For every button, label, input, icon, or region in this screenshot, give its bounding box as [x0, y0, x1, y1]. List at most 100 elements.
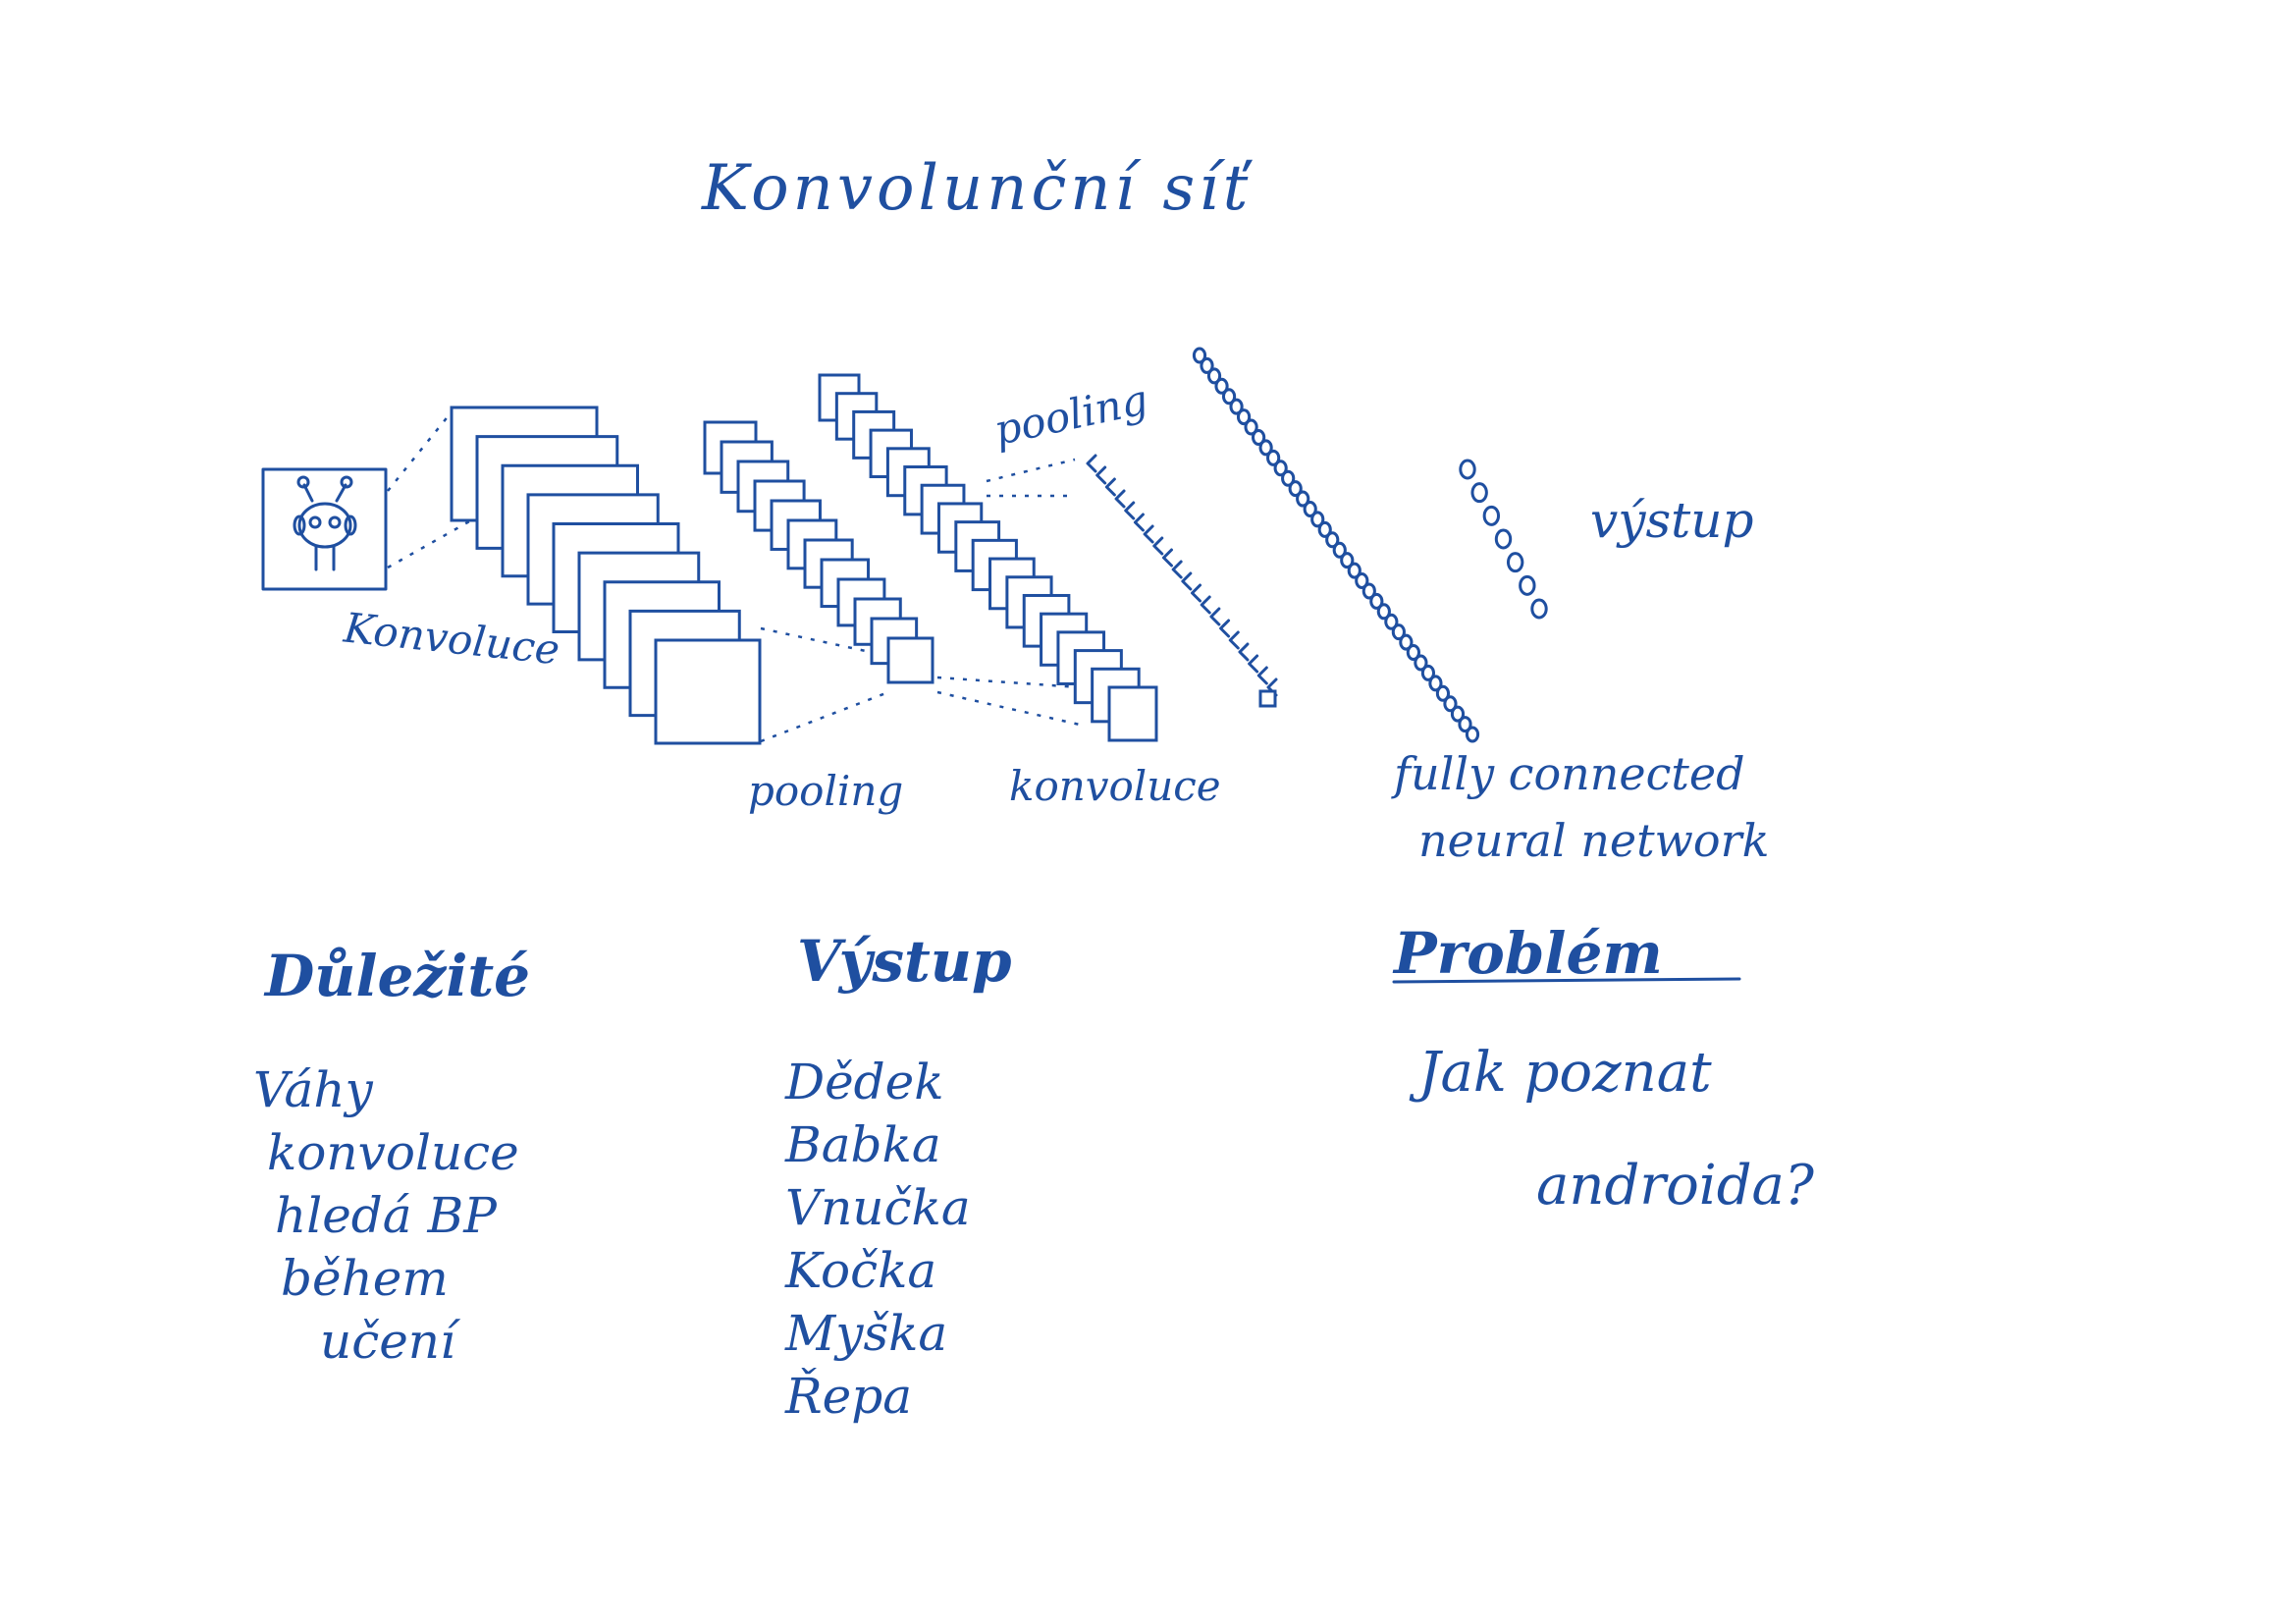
output-heading: Výstup — [797, 928, 1012, 995]
list-item: Váhy — [253, 1061, 373, 1118]
list-item: Babka — [785, 1116, 941, 1173]
neuron — [1530, 598, 1548, 620]
pooling-chevron — [1209, 607, 1221, 626]
problem-line2: androida? — [1536, 1154, 1814, 1218]
problem-line1: Jak poznat — [1418, 1041, 1712, 1105]
neuron — [1288, 480, 1303, 498]
list-item: Dědek — [785, 1054, 944, 1110]
pool2-chevron-layer — [1086, 454, 1278, 708]
pooling-chevron — [1114, 489, 1126, 509]
neuron — [1470, 482, 1488, 504]
neuron — [1482, 505, 1501, 526]
pooling-chevron — [1191, 583, 1202, 603]
robot-icon — [293, 475, 357, 571]
output-neurons — [1459, 459, 1548, 620]
pooling-chevron — [1161, 548, 1173, 568]
neuron — [1443, 695, 1458, 713]
list-item: během — [281, 1250, 449, 1307]
pooling-chevron — [1200, 595, 1211, 615]
list-item: hledá BP — [275, 1187, 497, 1244]
neuron — [1317, 520, 1332, 538]
feature-map — [1107, 685, 1158, 742]
neuron — [1376, 603, 1391, 621]
pool1-feature-maps — [703, 420, 934, 684]
label-pool1: pooling — [748, 767, 904, 815]
neuron — [1206, 367, 1222, 385]
neuron — [1459, 459, 1476, 480]
neuron — [1200, 356, 1214, 374]
important-heading: Důležité — [265, 943, 531, 1009]
neuron — [1414, 654, 1428, 672]
neuron — [1214, 377, 1229, 395]
neuron — [1465, 726, 1480, 743]
pooling-chevron — [1171, 560, 1183, 579]
pooling-chevron — [1143, 524, 1154, 544]
neuron — [1450, 705, 1466, 723]
neuron — [1428, 675, 1443, 692]
neuron — [1420, 664, 1436, 681]
conv2-feature-maps — [818, 373, 1158, 742]
pooling-chevron — [1095, 465, 1107, 485]
pooling-chevron — [1238, 642, 1250, 662]
list-item: učení — [320, 1313, 455, 1370]
neuron — [1236, 408, 1252, 426]
neuron — [1384, 613, 1399, 630]
neuron — [1519, 574, 1536, 596]
neuron — [1362, 582, 1376, 600]
neuron — [1252, 428, 1266, 446]
neuron — [1369, 592, 1384, 610]
pooling-chevron — [1124, 501, 1136, 520]
pooling-chevron — [1181, 571, 1193, 591]
neuron — [1399, 633, 1414, 651]
neuron — [1494, 528, 1513, 550]
pooling-chevron — [1133, 513, 1145, 532]
pooling-chevron — [1152, 536, 1164, 556]
label-conv2: konvoluce — [1009, 762, 1221, 810]
neuron — [1391, 623, 1406, 641]
neuron — [1355, 572, 1369, 590]
list-item: Vnučka — [785, 1179, 971, 1236]
pooling-chevron — [1228, 630, 1240, 650]
problem-heading: Problém — [1394, 920, 1663, 987]
pooling-chevron — [1248, 654, 1259, 674]
neuron — [1458, 716, 1472, 733]
input-image — [261, 467, 388, 591]
list-item: konvoluce — [267, 1124, 519, 1181]
output-list: Dědek Babka Vnučka Kočka Myška Řepa — [785, 1051, 971, 1428]
conv1-feature-maps — [450, 406, 762, 745]
neuron — [1296, 490, 1310, 508]
neuron — [1273, 460, 1288, 477]
label-fc-line1: fully connected — [1394, 747, 1745, 800]
neuron — [1310, 511, 1325, 528]
neuron — [1303, 500, 1317, 517]
pooling-chevron — [1219, 619, 1231, 638]
neuron — [1258, 439, 1273, 457]
pooling-unit — [1258, 689, 1277, 708]
important-list: Váhy konvoluce hledá BP během učení — [253, 1058, 519, 1373]
neuron — [1229, 398, 1244, 415]
feature-map — [654, 638, 762, 745]
neuron — [1332, 541, 1347, 559]
neuron — [1192, 347, 1207, 364]
pooling-chevron — [1104, 477, 1116, 497]
label-fc-line2: neural network — [1418, 814, 1770, 867]
neuron — [1325, 531, 1340, 549]
neuron — [1506, 552, 1524, 573]
neuron — [1347, 562, 1362, 579]
problem-underline — [1392, 977, 1741, 984]
feature-map — [886, 636, 934, 684]
page-title: Konvolunční síť — [702, 152, 1253, 225]
pooling-chevron — [1256, 666, 1268, 685]
list-item: Kočka — [785, 1242, 937, 1299]
neuron — [1266, 449, 1281, 466]
neuron — [1435, 684, 1451, 702]
neuron — [1281, 469, 1296, 487]
list-item: Myška — [785, 1305, 948, 1362]
neuron — [1244, 418, 1258, 436]
list-item: Řepa — [785, 1368, 913, 1425]
label-output: výstup — [1590, 492, 1754, 549]
neuron — [1406, 644, 1420, 662]
neuron — [1221, 388, 1237, 406]
pooling-chevron — [1086, 454, 1097, 473]
